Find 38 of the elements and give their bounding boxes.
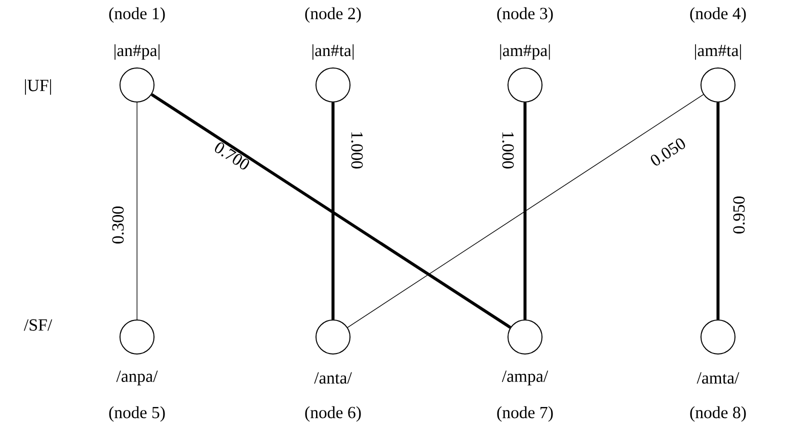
connector-line [150, 93, 512, 329]
node-label: |am#ta| [695, 44, 741, 60]
circle-node [316, 68, 350, 102]
row-label: /SF/ [24, 319, 52, 331]
node-label: (node 8) [690, 406, 746, 422]
node-label: /amta/ [696, 372, 740, 384]
connector-line [524, 102, 526, 320]
edge-label: 0.300 [112, 206, 124, 244]
circle-node [700, 320, 736, 354]
edge-label: 1.000 [351, 132, 363, 168]
node-label: (node 4) [690, 7, 746, 23]
row-label: |UF| [25, 79, 51, 95]
connector-line [332, 102, 334, 320]
connector-line [347, 94, 704, 328]
circle-node [508, 68, 542, 102]
node-label: (node 7) [497, 406, 553, 422]
circle-node [120, 320, 154, 354]
connector-line [136, 102, 138, 320]
edge-label: 0.700 [214, 142, 250, 170]
node-label: /anpa/ [116, 370, 158, 386]
node-label: /anta/ [314, 372, 352, 384]
node-label: |an#pa| [114, 44, 160, 60]
node-label: (node 2) [305, 7, 361, 23]
edge-label: 0.050 [650, 138, 686, 166]
connector-line [716, 102, 720, 320]
circle-node [316, 320, 350, 354]
node-label: (node 3) [497, 7, 553, 23]
circle-node [508, 320, 542, 354]
node-label: |am#pa| [500, 44, 550, 60]
edge-label: 0.950 [733, 196, 745, 234]
edge-label: 1.000 [502, 132, 514, 168]
circle-node [700, 68, 736, 102]
node-label: /ampa/ [502, 370, 548, 386]
node-label: (node 6) [305, 406, 361, 422]
node-label: (node 5) [109, 406, 165, 422]
node-label: (node 1) [109, 7, 165, 23]
circle-node [120, 68, 154, 102]
node-label: |an#ta| [312, 44, 354, 60]
